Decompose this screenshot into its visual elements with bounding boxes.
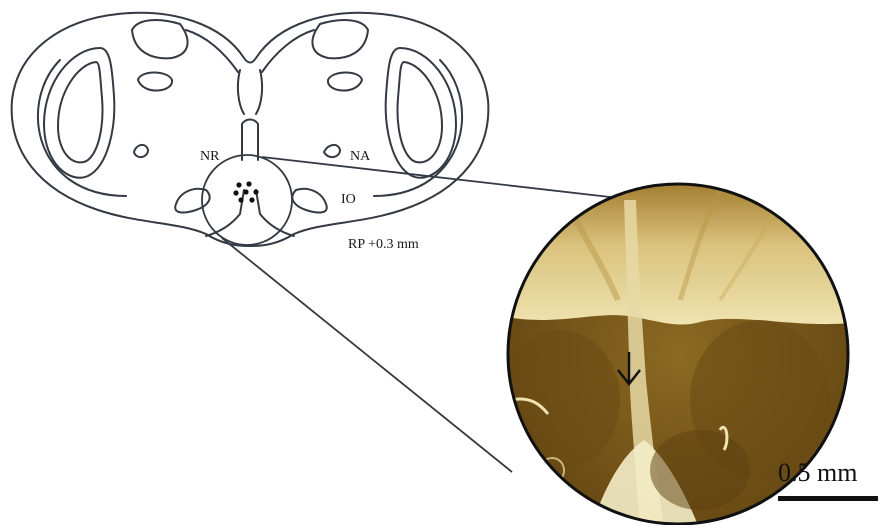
scale-bar [778,496,878,501]
site-dot [253,189,258,194]
site-dot [246,181,251,186]
site-dot [238,197,243,202]
region-of-interest-circle [202,155,292,245]
scale-bar-label: 0.5 mm [778,458,857,488]
zoom-connector-bottom [222,238,512,472]
label-na: NA [350,149,371,164]
label-io: IO [341,192,356,207]
site-dot [243,189,248,194]
site-dot [249,197,254,202]
label-nr: NR [200,149,220,164]
site-dot [233,190,238,195]
brainstem-section-outline [12,13,489,246]
label-section-level: RP +0.3 mm [348,237,419,252]
site-dot [236,182,241,187]
injection-site-dots [233,181,258,202]
